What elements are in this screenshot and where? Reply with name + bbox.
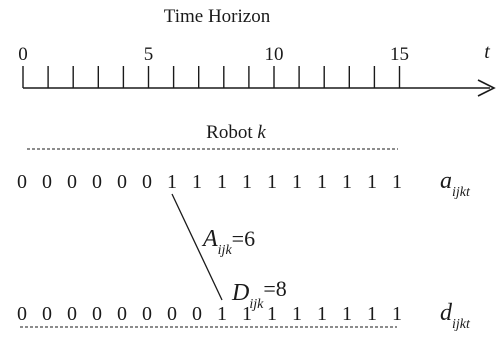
row-a-bit-13: 1 [342,171,352,193]
row-a-bit-14: 1 [367,171,377,193]
row-a-bit-9: 1 [242,171,252,193]
arrival-annotation-subscript: ijk [218,243,233,258]
time-axis-arrowhead [477,79,496,97]
row-a-bit-6: 1 [167,171,177,193]
row-d-variable: d [440,300,453,326]
row-d-bit-12: 1 [317,303,327,325]
row-a-variable: a [440,168,452,194]
diagram-title: Time Horizon [164,6,271,27]
row-a-bit-1: 0 [42,171,52,193]
row-d-bit-6: 0 [167,303,177,325]
row-a-bit-7: 1 [192,171,202,193]
row-a-bit-15: 1 [392,171,402,193]
row-d-bit-0: 0 [17,303,27,325]
tick-label-15: 15 [390,44,409,65]
row-d-subscript: ijkt [452,317,471,332]
tick-label-0: 0 [18,44,28,65]
row-a-bit-8: 1 [217,171,227,193]
row-d-bit-11: 1 [292,303,302,325]
row-d-bit-10: 1 [267,303,277,325]
row-d-bit-1: 0 [42,303,52,325]
row-a-bit-4: 0 [117,171,127,193]
row-d-bit-13: 1 [342,303,352,325]
connector-line [171,193,223,301]
robot-index: k [257,122,266,143]
departure-annotation-var: D [231,280,249,306]
row-a-bit-12: 1 [317,171,327,193]
departure-annotation-value: =8 [263,276,286,301]
row-a-bit-5: 0 [142,171,152,193]
row-d-bit-8: 1 [217,303,227,325]
tick-label-5: 5 [144,44,154,65]
arrival-annotation-var: A [201,226,218,252]
row-d-bit-9: 1 [242,303,252,325]
row-a-bit-11: 1 [292,171,302,193]
departure-annotation-subscript: ijk [249,297,264,312]
row-a-bit-3: 0 [92,171,102,193]
row-d-bit-5: 0 [142,303,152,325]
row-a-bit-2: 0 [67,171,77,193]
row-a-bit-10: 1 [267,171,277,193]
time-axis-tick-labels: 0 5 10 15 [18,44,409,65]
robot-label-text: Robot [206,122,253,143]
row-a-subscript: ijkt [452,185,471,200]
row-d-bit-14: 1 [367,303,377,325]
robot-label: Robot k [206,122,266,143]
row-d-bit-4: 0 [117,303,127,325]
row-d-bit-7: 0 [192,303,202,325]
arrival-annotation-value: =6 [232,226,255,251]
row-d-bit-3: 0 [92,303,102,325]
row-d-variable-label: dijkt [440,300,471,332]
arrival-time-annotation: Aijk=6 [201,226,255,258]
time-axis-ticks [22,66,401,88]
row-d-bit-15: 1 [392,303,402,325]
time-variable-label: t [484,41,490,63]
time-axis: 0 5 10 15 t [18,41,496,97]
tick-label-10: 10 [265,44,284,65]
row-d-bit-2: 0 [67,303,77,325]
row-a-variable-label: aijkt [440,168,471,200]
row-a-bit-0: 0 [17,171,27,193]
departure-time-annotation: Dijk=8 [231,276,287,312]
